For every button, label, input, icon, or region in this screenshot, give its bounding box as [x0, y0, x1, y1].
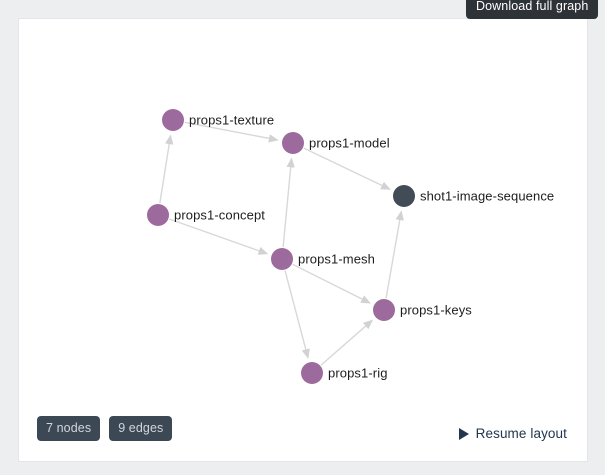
- graph-node-shot1-image-sequence[interactable]: [393, 185, 415, 207]
- graph-edge-props1-rig-to-props1-keys: [320, 319, 374, 366]
- graph-node-label-props1-model: props1-model: [309, 135, 390, 151]
- graph-node-label-props1-texture: props1-texture: [189, 112, 275, 128]
- download-full-graph-button[interactable]: Download full graph: [466, 0, 599, 19]
- graph-node-label-props1-mesh: props1-mesh: [298, 251, 375, 267]
- graph-edge-props1-mesh-to-props1-rig: [284, 270, 310, 359]
- graph-edge-props1-concept-to-props1-mesh: [169, 218, 269, 255]
- graph-edge-props1-model-to-shot1-image-sequence: [303, 147, 391, 190]
- edge-count-badge: 9 edges: [109, 416, 173, 441]
- graph-node-props1-mesh[interactable]: [271, 248, 293, 270]
- graph-edge-props1-texture-to-props1-model: [184, 121, 279, 143]
- node-count-badge: 7 nodes: [37, 416, 101, 441]
- graph-edges-layer: [159, 121, 404, 366]
- graph-edge-props1-concept-to-props1-texture: [159, 134, 174, 204]
- graph-edge-props1-keys-to-shot1-image-sequence: [385, 210, 404, 299]
- graph-node-label-props1-concept: props1-concept: [174, 207, 266, 223]
- graph-node-label-props1-rig: props1-rig: [328, 365, 388, 381]
- graph-node-label-props1-keys: props1-keys: [400, 302, 472, 318]
- play-icon: [458, 427, 469, 440]
- graph-stats-badges: 7 nodes 9 edges: [37, 416, 173, 441]
- graph-node-label-shot1-image-sequence: shot1-image-sequence: [420, 188, 555, 204]
- resume-layout-button[interactable]: Resume layout: [458, 426, 567, 441]
- graph-edge-props1-mesh-to-props1-keys: [292, 263, 371, 304]
- graph-node-props1-keys[interactable]: [373, 299, 395, 321]
- graph-node-props1-texture[interactable]: [162, 109, 184, 131]
- graph-node-props1-model[interactable]: [282, 132, 304, 154]
- graph-canvas-card[interactable]: props1-texture props1-model shot1-image-se…: [18, 18, 588, 462]
- graph-node-props1-concept[interactable]: [147, 204, 169, 226]
- graph-edge-props1-mesh-to-props1-model: [282, 157, 295, 248]
- graph-node-props1-rig[interactable]: [301, 362, 323, 384]
- resume-layout-label: Resume layout: [475, 426, 567, 441]
